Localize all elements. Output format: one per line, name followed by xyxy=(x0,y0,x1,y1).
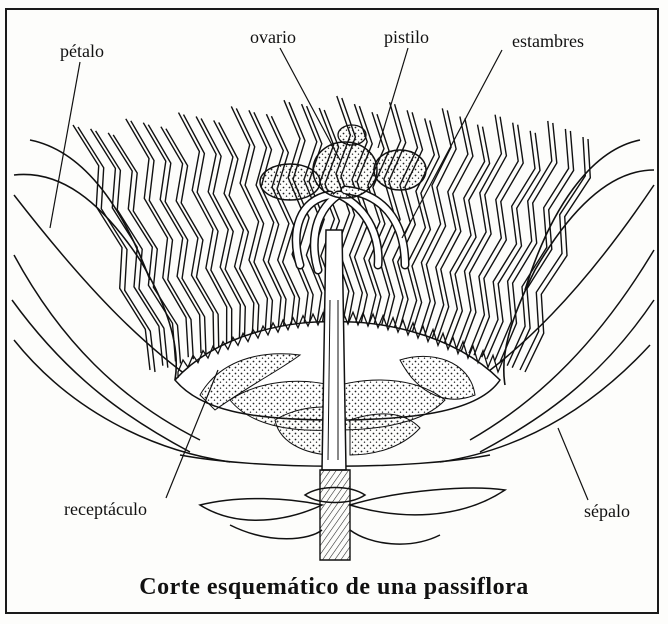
label-pistilo: pistilo xyxy=(384,28,429,46)
androgynophore xyxy=(320,230,350,560)
corona-filament xyxy=(456,115,501,350)
leader-sepalo xyxy=(558,428,588,500)
label-petalo: pétalo xyxy=(60,42,104,60)
leader-petalo xyxy=(50,62,80,228)
corona-filament xyxy=(443,125,484,346)
corona-filament-edge xyxy=(525,139,590,372)
label-sepalo: sépalo xyxy=(584,502,630,520)
corona-filament-edge xyxy=(201,119,245,345)
corona-filament-edge xyxy=(131,121,194,359)
corona-filament-edge xyxy=(500,123,557,364)
bracts xyxy=(200,488,505,545)
label-receptaculo: receptáculo xyxy=(64,500,147,518)
figure-caption: Corte esquemático de una passiflora xyxy=(0,574,668,601)
corona-filament-edge xyxy=(184,115,232,348)
label-ovario: ovario xyxy=(250,28,296,46)
label-estambres: estambres xyxy=(512,32,584,50)
corona-filament xyxy=(482,131,535,357)
